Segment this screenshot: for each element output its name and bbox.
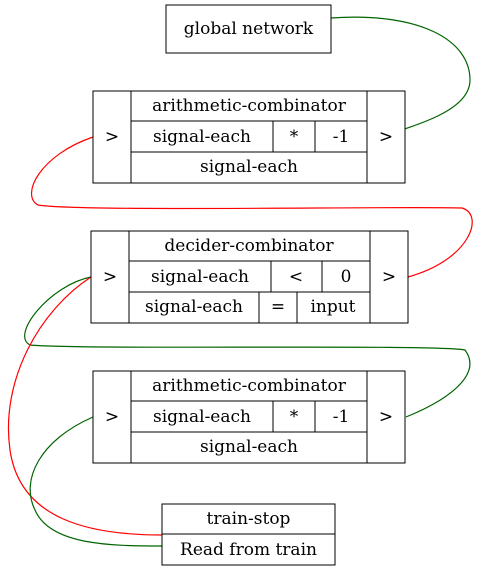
decider-output-op: =: [271, 297, 285, 317]
global-network-node: global network: [165, 4, 332, 54]
decider-operand1: signal-each: [151, 267, 249, 287]
arith1-operand1: signal-each: [153, 127, 251, 147]
decider-input-port: >: [103, 267, 117, 287]
decider-output-port: >: [382, 267, 396, 287]
arith1-input-port: >: [105, 127, 119, 147]
red-wire-arith1-to-decider: [30, 136, 473, 278]
global-network-label: global network: [184, 19, 314, 39]
decider-output: signal-each: [145, 297, 243, 317]
arithmetic-combinator-2: > > arithmetic-combinator signal-each * …: [92, 370, 406, 464]
decider-operand2: 0: [341, 267, 352, 287]
decider-title: decider-combinator: [164, 236, 334, 256]
arith1-output: signal-each: [200, 157, 298, 177]
arithmetic-combinator-1: > > arithmetic-combinator signal-each * …: [92, 90, 406, 184]
green-wire-global-to-arith1: [330, 16, 471, 141]
arith2-output-port: >: [379, 407, 393, 427]
green-wire-arith2-to-trainstop: [29, 416, 163, 547]
arith1-operator: *: [290, 127, 299, 147]
arith2-title: arithmetic-combinator: [152, 376, 347, 396]
train-stop-node: train-stop Read from train: [161, 503, 336, 566]
arith1-operand2: -1: [333, 127, 350, 147]
arith2-output: signal-each: [200, 437, 298, 457]
red-wire-decider-to-trainstop: [7, 276, 163, 536]
green-wire-decider-to-arith2: [24, 276, 471, 418]
arith2-operand2: -1: [333, 407, 350, 427]
arith2-operator: *: [290, 407, 299, 427]
train-stop-port: Read from train: [180, 540, 317, 560]
train-stop-title: train-stop: [207, 509, 291, 529]
arith2-input-port: >: [105, 407, 119, 427]
decider-operator: <: [289, 267, 303, 287]
arith2-operand1: signal-each: [153, 407, 251, 427]
arith1-output-port: >: [379, 127, 393, 147]
arith1-title: arithmetic-combinator: [152, 96, 347, 116]
decider-combinator: > > decider-combinator signal-each < 0 s…: [90, 230, 409, 324]
decider-output-mode: input: [310, 297, 355, 317]
